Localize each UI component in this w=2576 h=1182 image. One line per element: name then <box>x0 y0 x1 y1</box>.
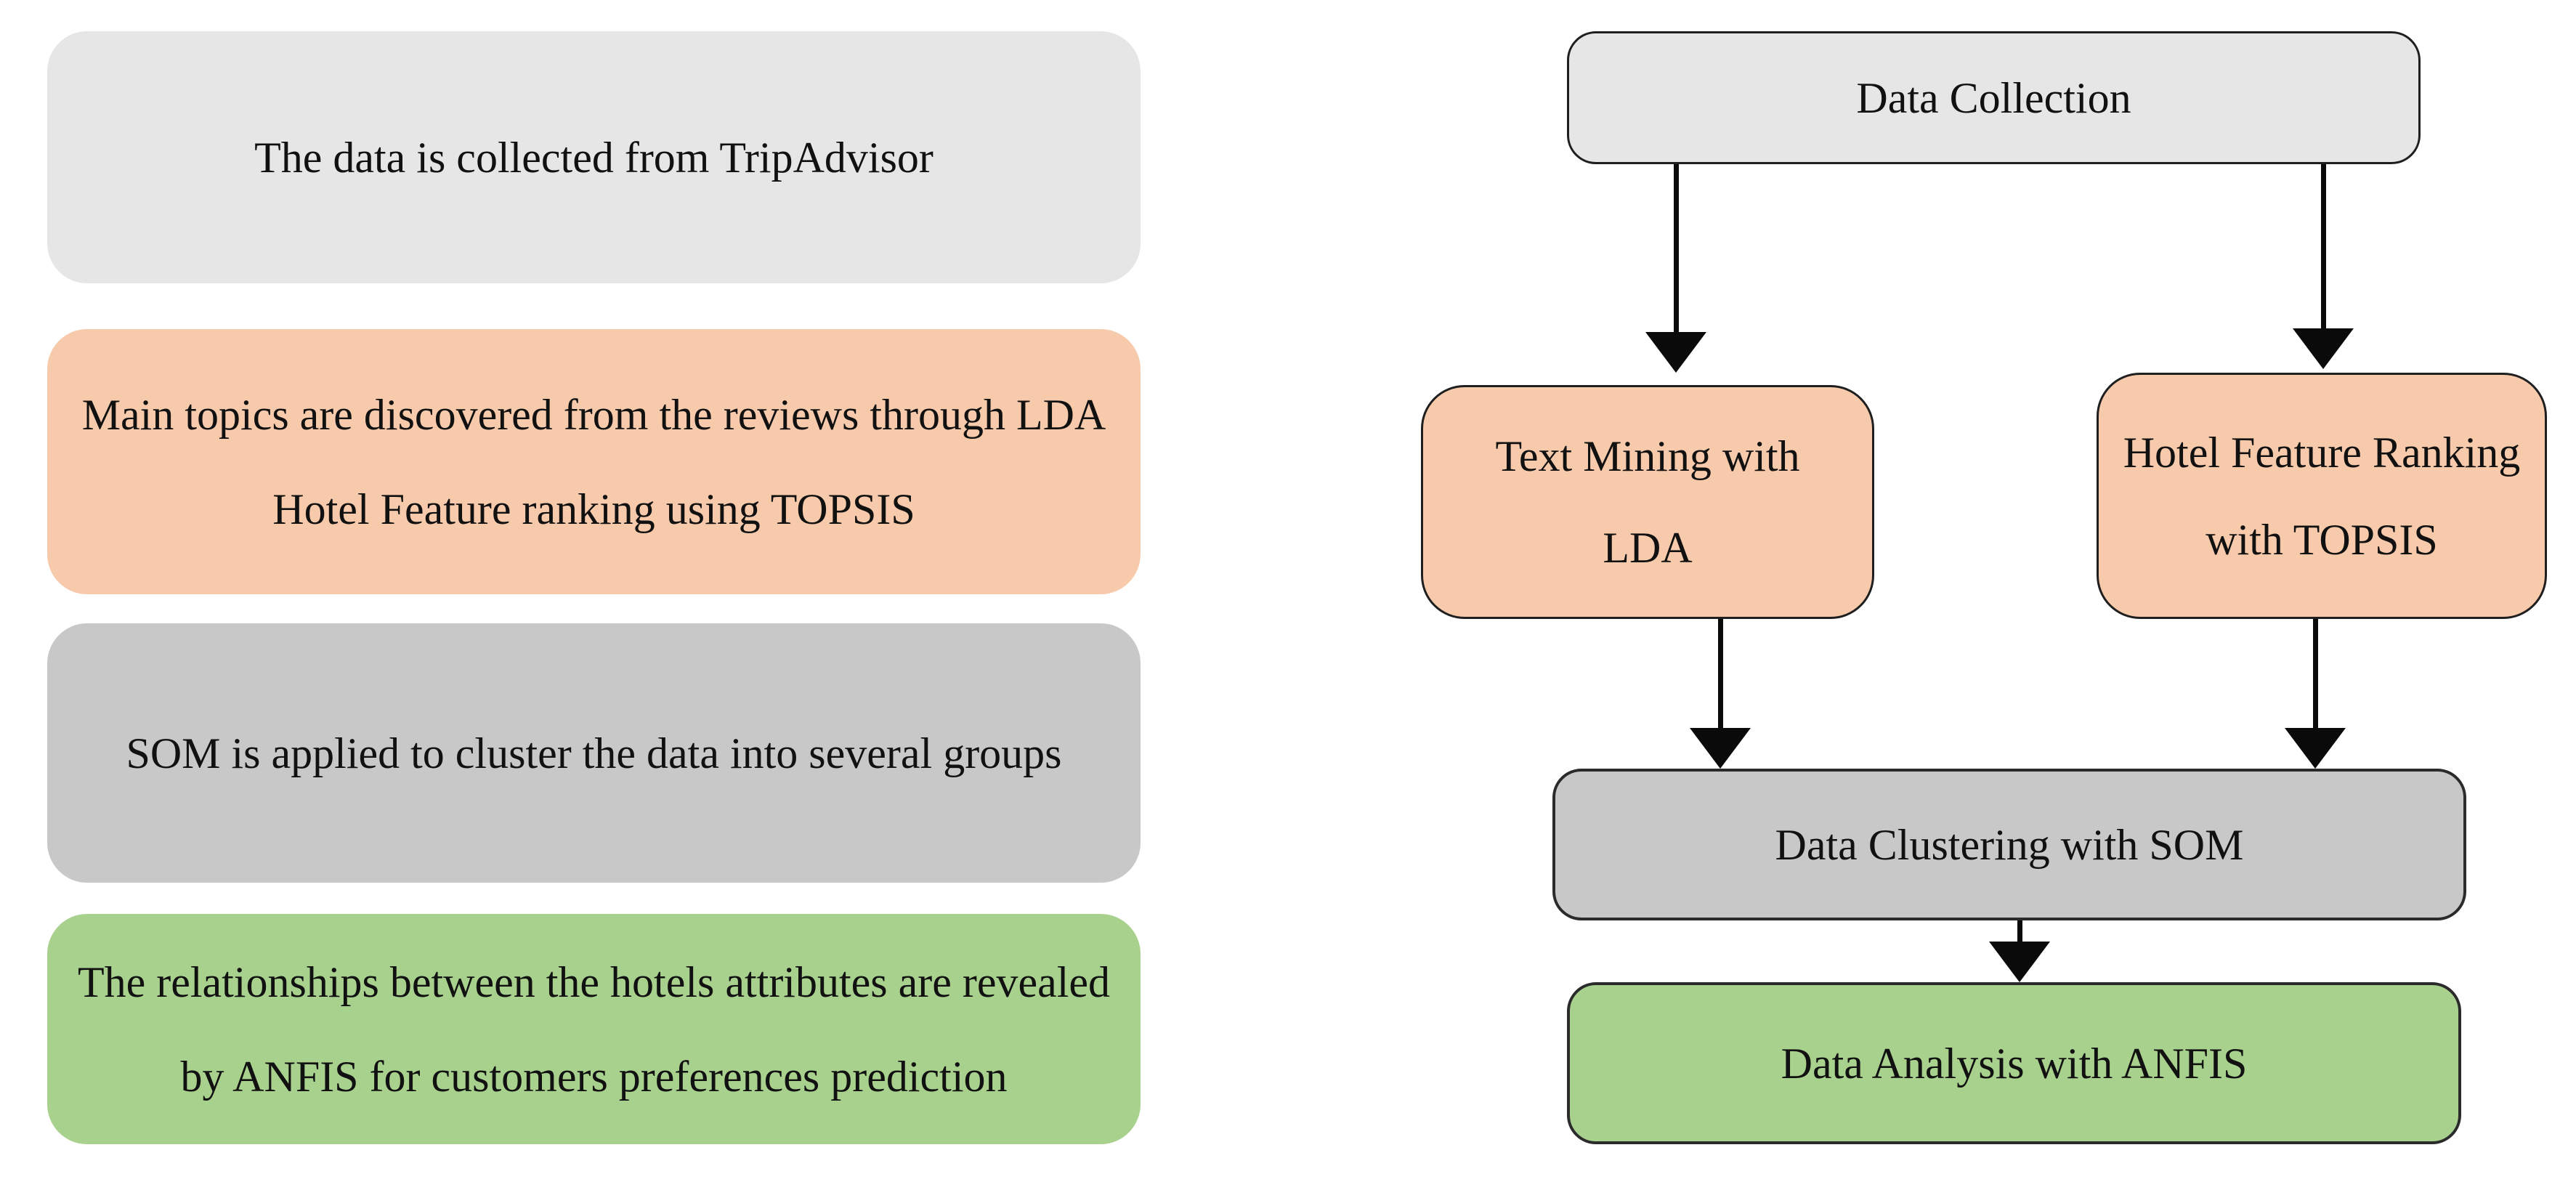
flow-node-text-mining-lda: Text Mining with LDA <box>1421 385 1874 619</box>
description-box-analysis: The relationships between the hotels att… <box>47 914 1141 1144</box>
arrow-shaft <box>2312 619 2318 730</box>
arrow-shaft <box>1717 619 1723 730</box>
flow-node-label: Hotel Feature Ranking <box>2123 428 2521 477</box>
arrow-head-icon <box>1989 942 2050 982</box>
arrow-shaft <box>2017 920 2022 944</box>
description-text: SOM is applied to cluster the data into … <box>126 729 1062 777</box>
arrow-hotel-feature-ranking-to-data-clustering-som <box>2285 619 2346 769</box>
flow-node-label: Text Mining with <box>1495 432 1800 480</box>
description-text: Hotel Feature ranking using TOPSIS <box>272 485 915 533</box>
flow-node-label: LDA <box>1603 524 1693 572</box>
arrow-head-icon <box>1690 728 1751 769</box>
arrow-head-icon <box>1645 332 1706 373</box>
arrow-shaft <box>1673 164 1679 334</box>
description-text: by ANFIS for customers preferences predi… <box>180 1052 1008 1101</box>
description-text: Main topics are discovered from the revi… <box>81 390 1106 439</box>
flow-node-data-clustering-som: Data Clustering with SOM <box>1552 769 2466 920</box>
flow-node-label: with TOPSIS <box>2206 515 2438 564</box>
arrow-data-clustering-som-to-data-analysis-anfis <box>1989 920 2050 982</box>
flow-node-data-analysis-anfis: Data Analysis with ANFIS <box>1567 982 2461 1144</box>
description-box-clustering: SOM is applied to cluster the data into … <box>47 623 1141 883</box>
description-box-topic-discovery: Main topics are discovered from the revi… <box>47 329 1141 594</box>
flow-node-hotel-feature-ranking-topsis: Hotel Feature Ranking with TOPSIS <box>2097 373 2547 619</box>
description-text: The relationships between the hotels att… <box>77 958 1111 1006</box>
arrow-shaft <box>2320 164 2326 331</box>
arrow-text-mining-lda-to-data-clustering-som <box>1690 619 1751 769</box>
flow-node-data-collection: Data Collection <box>1567 31 2421 164</box>
description-text: The data is collected from TripAdvisor <box>254 133 933 182</box>
flow-node-label: Data Collection <box>1856 73 2131 122</box>
flow-node-label: Data Clustering with SOM <box>1775 820 2244 869</box>
arrow-head-icon <box>2285 728 2346 769</box>
arrow-head-icon <box>2293 328 2354 369</box>
arrow-data-collection-to-hotel-feature-ranking <box>2293 164 2354 369</box>
flow-node-label: Data Analysis with ANFIS <box>1781 1039 2248 1088</box>
arrow-data-collection-to-text-mining-lda <box>1645 164 1706 373</box>
description-box-data-collection: The data is collected from TripAdvisor <box>47 31 1141 283</box>
